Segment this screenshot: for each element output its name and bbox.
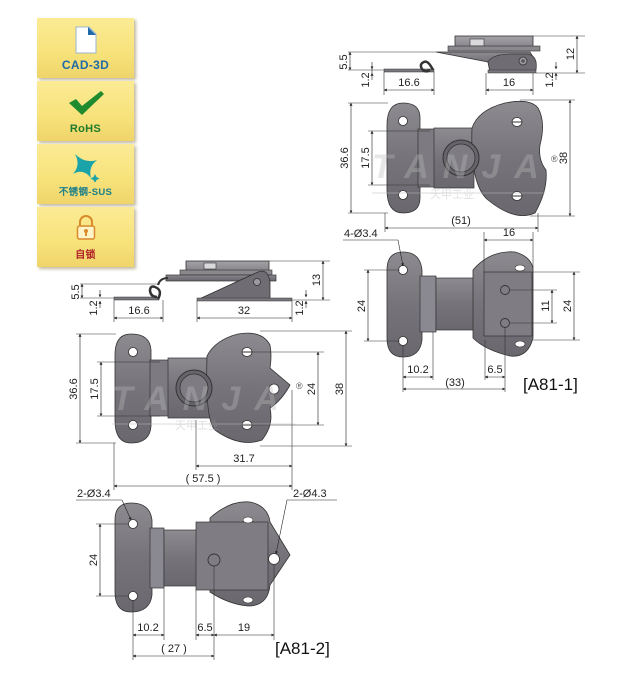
dim-5-5: 5.5 [70, 284, 82, 299]
svg-text:TANJA: TANJA [112, 380, 293, 418]
dim-1-2-left: 1.2 [360, 72, 372, 87]
watermark: TANJA 天甲工业 [372, 148, 553, 201]
dim-17-5: 17.5 [360, 147, 372, 168]
dim-24-left: 24 [356, 300, 368, 312]
dim-11: 11 [540, 300, 552, 311]
dim-6-5: 6.5 [197, 622, 212, 634]
holes-2-dia-3-4: 2-Ø3.4 [77, 488, 111, 500]
sparkle-icon [72, 154, 99, 182]
a81-1-top-view: 36.6 17.5 38 (51) TANJA 天甲工业 ® [339, 99, 575, 232]
watermark: TANJA 天甲工业 [112, 380, 295, 432]
registered-mark: ® [296, 381, 303, 391]
dim-5-5: 5.5 [338, 54, 350, 69]
dim-10-2: 10.2 [137, 622, 158, 634]
holes-2-dia-4-3: 2-Ø4.3 [293, 488, 327, 500]
dim-6-5: 6.5 [487, 364, 502, 376]
badge-label: CAD-3D [61, 58, 110, 72]
dim-38: 38 [334, 383, 346, 395]
holes-4-dia-3-4: 4-Ø3.4 [344, 228, 378, 240]
feature-badges: CAD-3D RoHS 不锈钢-SUS 自锁 [37, 18, 134, 270]
a81-2-top-view: 36.6 17.5 24 ® 38 31.7 ( 57.5 ) TANJA 天甲… [68, 330, 352, 490]
dim-32: 32 [238, 305, 250, 317]
dim-57-5: ( 57.5 ) [186, 473, 221, 485]
dim-38: 38 [558, 152, 570, 164]
dim-1-2-right: 1.2 [294, 300, 306, 315]
dim-33: (33) [445, 377, 465, 389]
dim-16: 16 [503, 227, 515, 239]
dim-13: 13 [311, 274, 323, 286]
badge-self-lock[interactable]: 自锁 [37, 207, 134, 267]
dim-24-right: 24 [562, 300, 574, 312]
a81-1-side-view: 5.5 1.2 16.6 16 1.2 12 [338, 35, 585, 95]
dim-17-5: 17.5 [89, 378, 101, 399]
badge-cad-3d[interactable]: CAD-3D [37, 18, 134, 78]
badge-label: 自锁 [75, 250, 96, 261]
a81-1-bottom-view: 4-Ø3.4 16 24 11 24 10.2 6.5 (33) [A81-1] [343, 227, 580, 394]
registered-mark: ® [551, 154, 558, 164]
dim-1-2-left: 1.2 [88, 300, 100, 315]
badge-rohs[interactable]: RoHS [37, 81, 134, 141]
dim-24: 24 [88, 554, 100, 566]
dim-27: ( 27 ) [161, 643, 187, 655]
svg-text:TANJA: TANJA [372, 148, 553, 186]
dim-16-6: 16.6 [398, 77, 419, 89]
model-label-a81-2: [A81-2] [275, 639, 330, 658]
dim-51: (51) [451, 215, 471, 227]
dim-16: 16 [503, 77, 515, 89]
dim-31-7: 31.7 [233, 453, 254, 465]
checkmark-icon [68, 91, 104, 115]
dim-19: 19 [238, 622, 250, 634]
svg-text:天甲工业: 天甲工业 [175, 419, 219, 432]
dim-16-6: 16.6 [128, 305, 149, 317]
badge-stainless-sus[interactable]: 不锈钢-SUS [37, 144, 134, 204]
dim-10-2: 10.2 [407, 364, 428, 376]
badge-label: RoHS [69, 123, 102, 135]
dim-1-2-right: 1.2 [544, 72, 556, 87]
dim-36-6: 36.6 [339, 147, 351, 168]
dim-12: 12 [565, 48, 577, 60]
dim-24: 24 [306, 383, 318, 395]
badge-label: 不锈钢-SUS [58, 187, 113, 198]
dim-36-6: 36.6 [68, 378, 80, 399]
svg-text:天甲工业: 天甲工业 [430, 188, 474, 201]
padlock-icon [76, 215, 95, 240]
a81-2-side-view: 5.5 1.2 16.6 32 1.2 13 [70, 260, 330, 322]
model-label-a81-1: [A81-1] [523, 375, 578, 394]
a81-2-bottom-view: 2-Ø3.4 2-Ø4.3 24 10.2 6.5 19 ( 27 ) [A81… [76, 488, 337, 660]
document-icon [75, 26, 96, 54]
